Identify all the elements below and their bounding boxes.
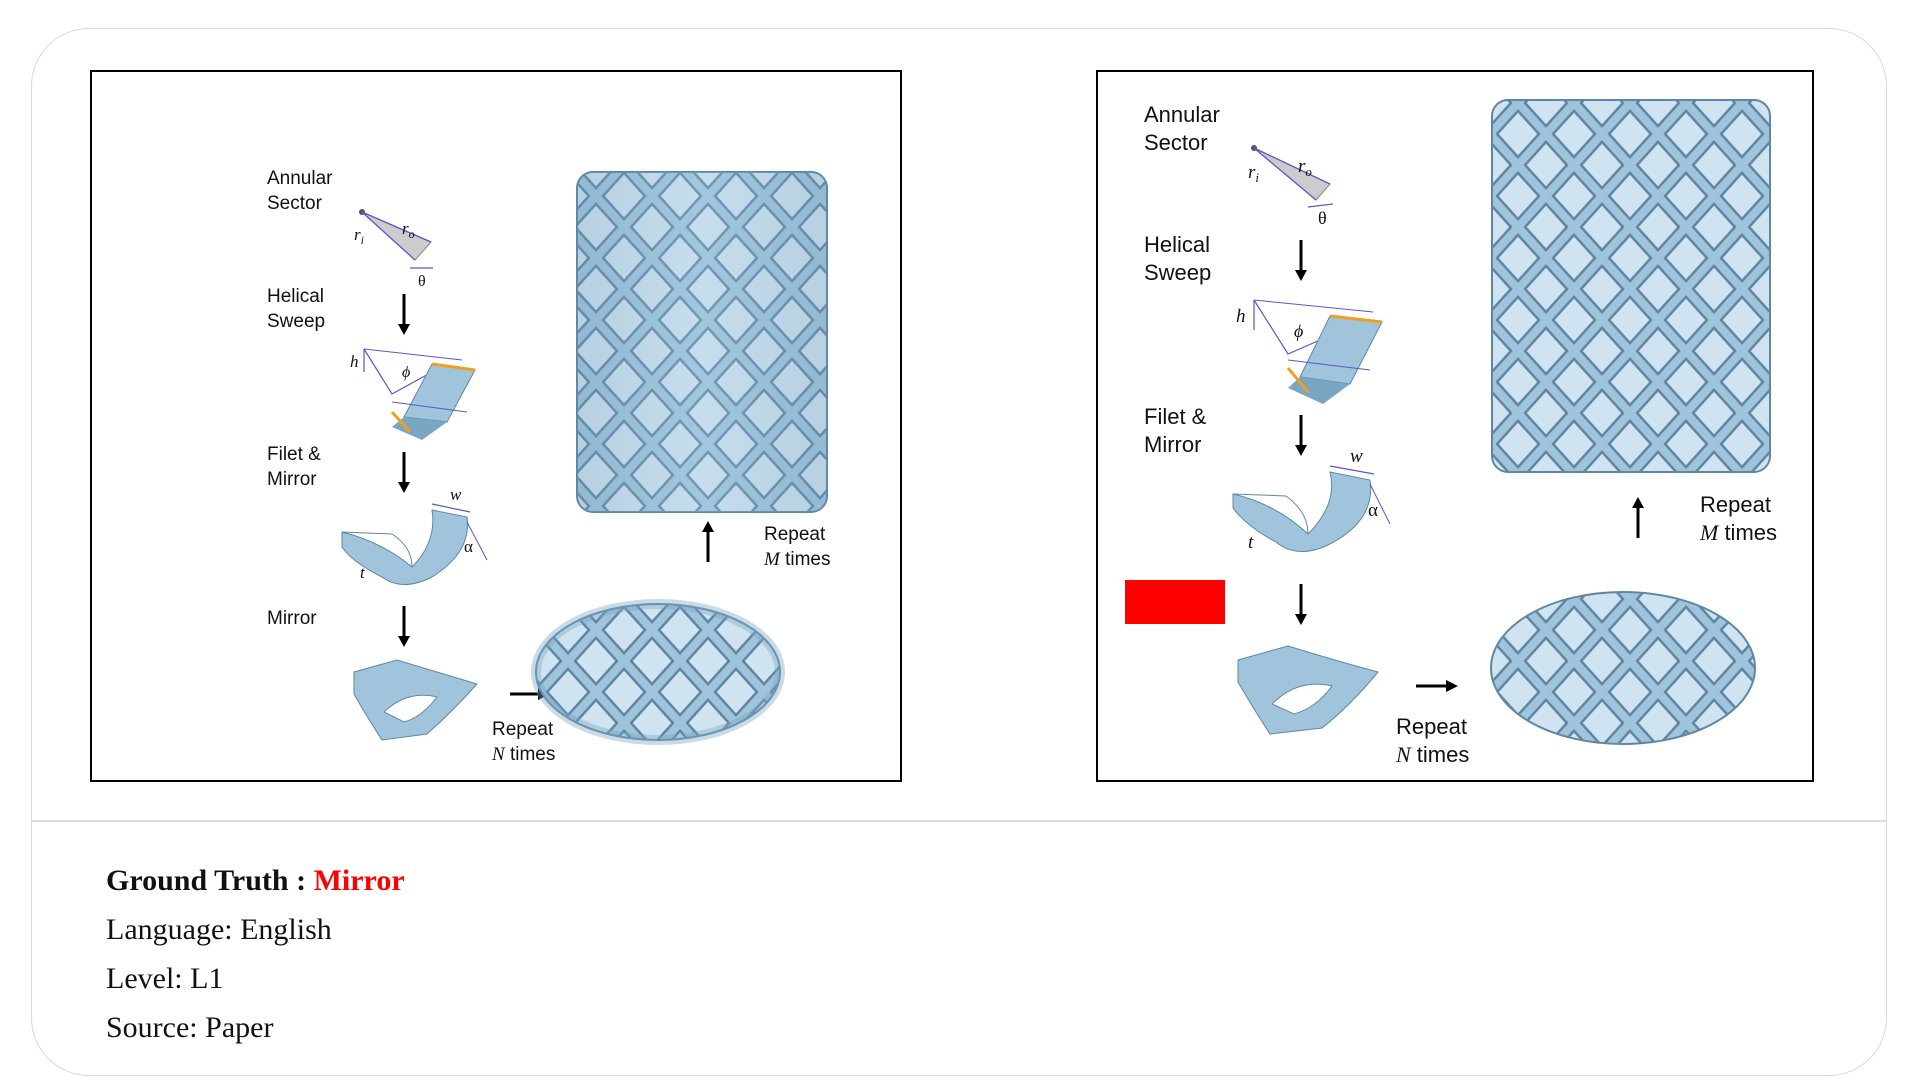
label-sweep: Sweep — [1144, 260, 1211, 285]
redaction-mask — [1125, 580, 1225, 624]
symbol-phi: ϕ — [402, 364, 410, 381]
label-filet: Filet & — [267, 444, 321, 465]
level-line: Level: L1 — [106, 962, 224, 995]
symbol-t: t — [1248, 532, 1254, 553]
symbol-theta: θ — [1318, 208, 1327, 228]
mirrored-cell-shape — [1237, 645, 1379, 735]
symbol-t: t — [360, 563, 366, 582]
label-m-times: M times — [763, 549, 831, 570]
label-repeat-m: Repeat — [764, 524, 826, 545]
ground-truth-line: Ground Truth : Mirror — [106, 866, 405, 896]
label-filet: Filet & — [1144, 404, 1207, 429]
label-repeat-m: Repeat — [1700, 492, 1771, 517]
masked-figure: Annular Sector Helical Sweep Filet & Mir… — [1125, 99, 1777, 767]
arrow-down-icon — [398, 294, 410, 647]
ring-shape — [1490, 591, 1756, 745]
symbol-w: w — [450, 485, 462, 504]
ground-truth-value: Mirror — [313, 864, 405, 897]
arrow-up-icon — [1632, 497, 1644, 538]
symbol-alpha: α — [1368, 500, 1378, 521]
label-sweep: Sweep — [267, 311, 325, 332]
annular-sector-shape: ri ro θ — [354, 209, 433, 290]
original-figure-panel: Annular Sector Helical Sweep Filet & Mir… — [90, 70, 902, 782]
ground-truth-label: Ground Truth : — [106, 864, 307, 897]
symbol-theta: θ — [418, 273, 426, 290]
symbol-ro: ro — [1298, 156, 1312, 179]
source-line: Source: Paper — [106, 1011, 274, 1044]
tube-shape — [576, 171, 828, 513]
label-annular: Annular — [1144, 102, 1220, 127]
arrow-up-icon — [702, 521, 714, 562]
label-mirror-a: Mirror — [1144, 432, 1201, 457]
symbol-h: h — [1236, 306, 1246, 327]
label-mirror: Mirror — [267, 608, 317, 629]
label-helical: Helical — [267, 286, 324, 307]
label-sector: Sector — [267, 193, 323, 214]
label-n-times: N times — [1395, 742, 1469, 767]
arrow-down-icon — [1295, 240, 1307, 625]
label-helical: Helical — [1144, 232, 1210, 257]
helical-sweep-shape: h ϕ — [350, 348, 476, 440]
label-repeat-n: Repeat — [1396, 714, 1467, 739]
ring-shape — [531, 599, 785, 745]
label-annular: Annular — [267, 168, 333, 189]
helical-sweep-shape: h ϕ — [1236, 299, 1383, 404]
tube-shape — [1491, 99, 1771, 473]
label-n-times: N times — [491, 744, 555, 765]
section-divider — [32, 820, 1886, 822]
masked-figure-panel: Annular Sector Helical Sweep Filet & Mir… — [1096, 70, 1814, 782]
filet-mirror-shape: w α t — [341, 485, 488, 585]
label-mirror-a: Mirror — [267, 469, 317, 490]
symbol-phi: ϕ — [1294, 321, 1303, 341]
label-sector: Sector — [1144, 130, 1208, 155]
mirrored-cell-shape — [353, 659, 478, 741]
language-line: Language: English — [106, 913, 332, 946]
filet-mirror-shape: w α t — [1232, 446, 1391, 553]
label-repeat-n: Repeat — [492, 719, 554, 740]
symbol-ri: ri — [354, 225, 364, 247]
symbol-alpha: α — [464, 537, 473, 556]
original-figure: Annular Sector Helical Sweep Filet & Mir… — [267, 168, 831, 765]
symbol-ri: ri — [1248, 162, 1259, 185]
symbol-ro: ro — [402, 219, 415, 241]
symbol-w: w — [1350, 446, 1363, 467]
label-m-times: M times — [1699, 520, 1777, 545]
arrow-right-icon — [1416, 680, 1458, 692]
symbol-h: h — [350, 352, 359, 371]
annular-sector-shape: ri ro θ — [1248, 145, 1334, 228]
